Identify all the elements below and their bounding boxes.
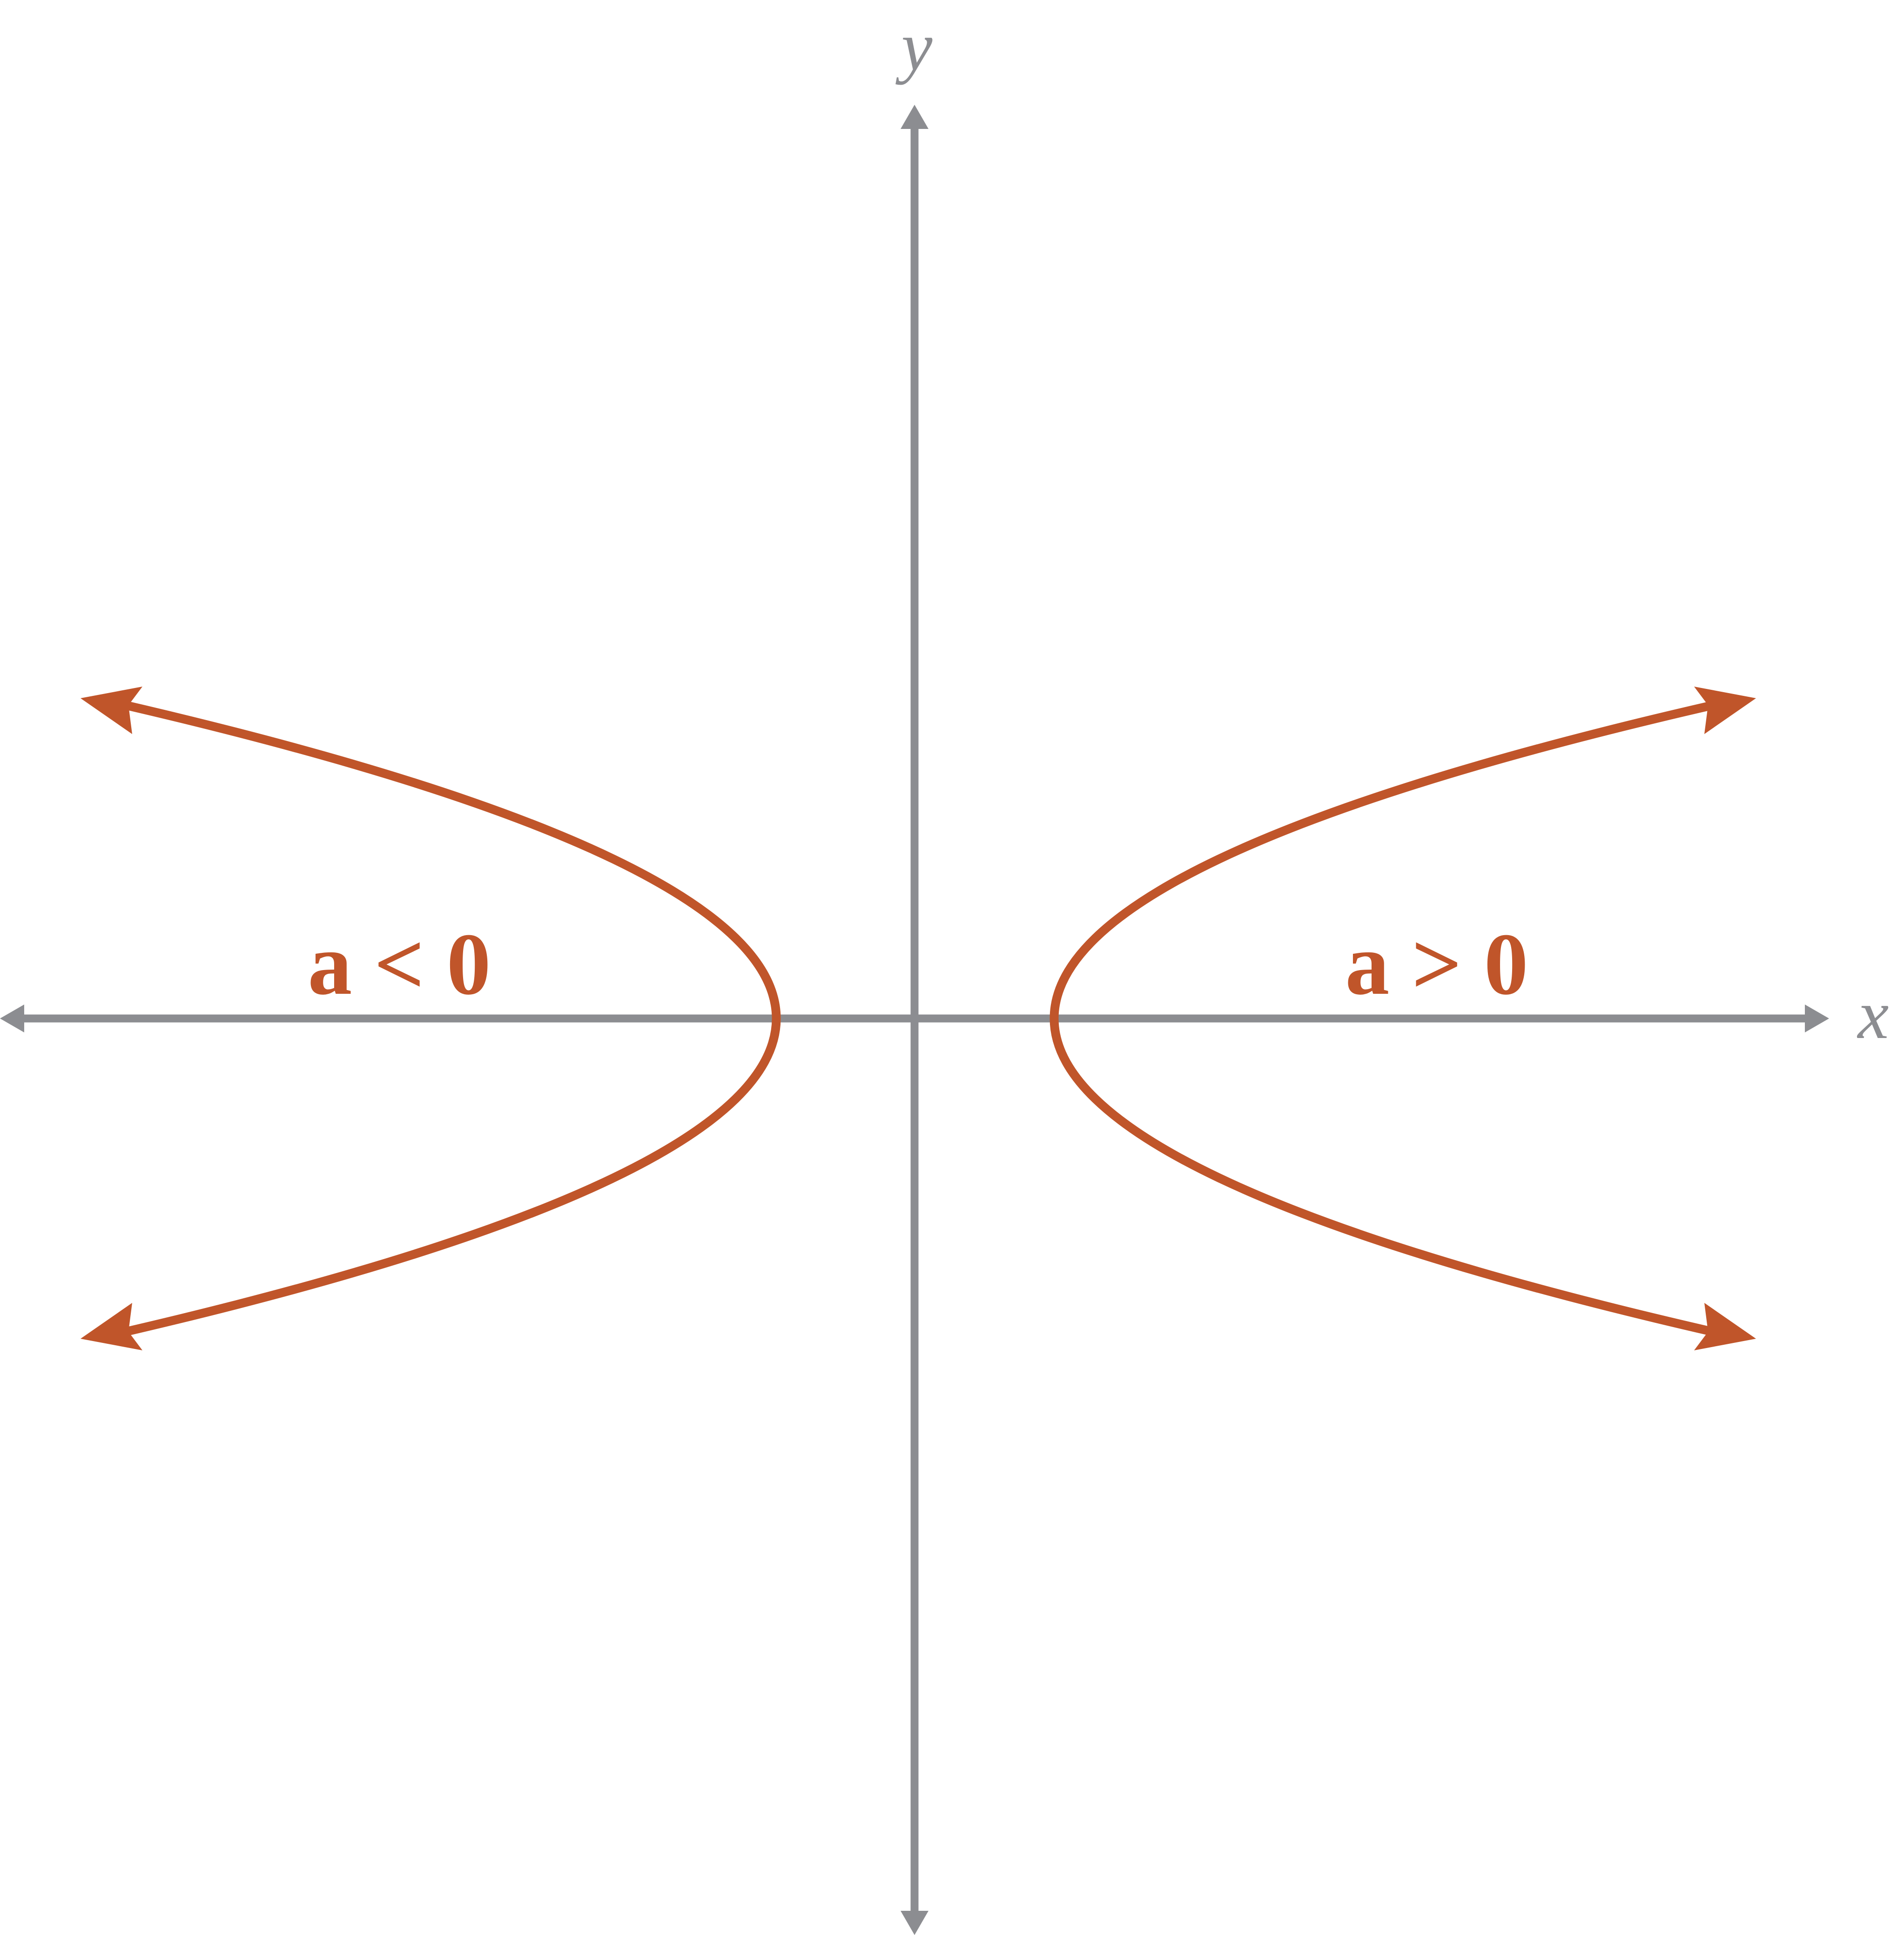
parabola-right-upper-arrow-icon	[1694, 687, 1756, 734]
x-axis-right-arrow-icon	[1805, 1005, 1829, 1032]
region-label-a-negative: a < 0	[308, 916, 491, 1013]
x-axis-left-arrow-icon	[0, 1005, 24, 1032]
parabola-left	[81, 687, 781, 1350]
parabola-left-lower-arrow-icon	[81, 1303, 142, 1350]
parabola-left-curve	[121, 701, 781, 1336]
y-axis	[901, 105, 928, 1935]
parabola-left-upper-arrow-icon	[81, 687, 142, 734]
y-axis-label: y	[895, 8, 933, 85]
region-label-a-positive: a > 0	[1345, 916, 1528, 1013]
x-axis-label: x	[1857, 976, 1889, 1053]
y-axis-top-arrow-icon	[901, 105, 928, 129]
parabola-right-curve	[1050, 701, 1717, 1336]
y-axis-bottom-arrow-icon	[901, 1911, 928, 1935]
parabola-right-lower-arrow-icon	[1694, 1303, 1756, 1350]
parabola-right	[1050, 687, 1756, 1350]
